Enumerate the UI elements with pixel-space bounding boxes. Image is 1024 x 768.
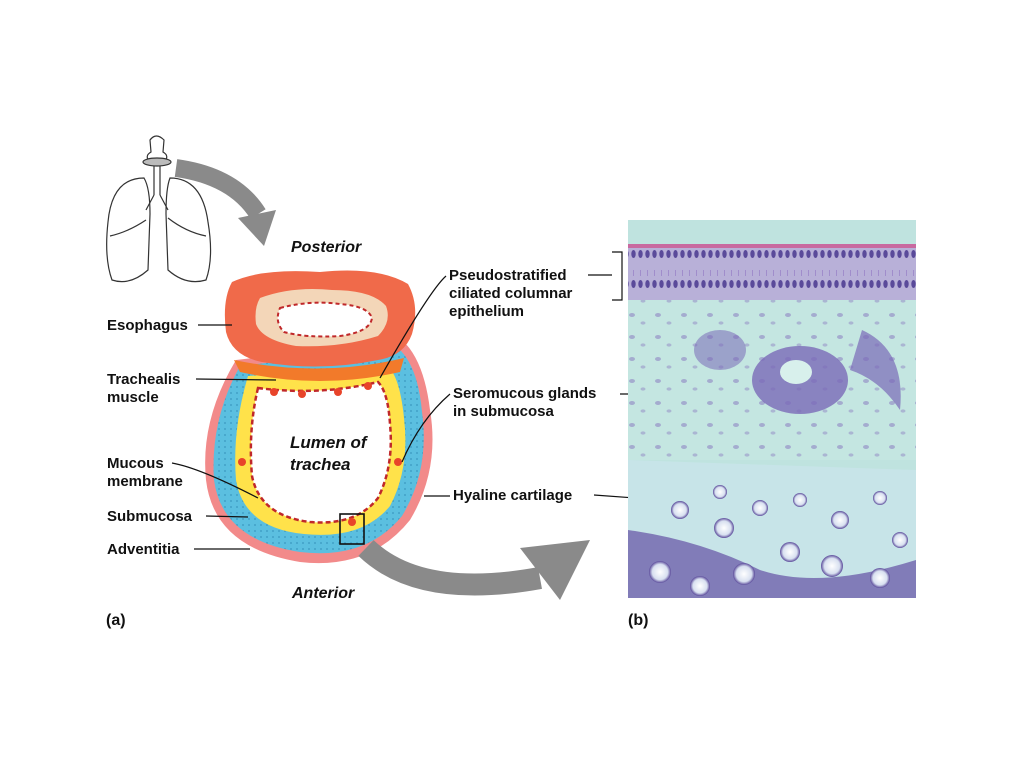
micrograph <box>628 220 916 598</box>
lumen <box>249 380 393 524</box>
label-mucous-1: Mucous <box>107 455 164 472</box>
label-trachealis-2: muscle <box>107 389 159 406</box>
curved-arrow-icon <box>174 159 276 246</box>
label-submucosa: Submucosa <box>107 508 193 525</box>
label-esophagus: Esophagus <box>107 317 188 334</box>
curved-arrow-icon <box>358 539 590 600</box>
lungs-outline-icon <box>106 135 212 283</box>
gland-tufts <box>238 382 402 526</box>
label-mucous-2: membrane <box>107 473 183 490</box>
label-pseudo-2: ciliated columnar <box>449 285 573 302</box>
panel-label-a: (a) <box>106 612 126 629</box>
label-adventitia: Adventitia <box>107 541 180 558</box>
label-hyaline: Hyaline cartilage <box>453 487 572 504</box>
label-pseudo-3: epithelium <box>449 303 524 320</box>
label-glands-2: in submucosa <box>453 403 555 420</box>
label-trachealis-1: Trachealis <box>107 371 180 388</box>
lumen-label-line1: Lumen of <box>290 433 369 452</box>
panel-label-b: (b) <box>628 612 648 629</box>
esophagus-lumen <box>276 301 374 338</box>
posterior-label: Posterior <box>291 239 362 256</box>
anterior-label: Anterior <box>291 585 355 602</box>
zoom-box <box>339 513 365 545</box>
label-glands-1: Seromucous glands <box>453 385 596 402</box>
trachealis-muscle <box>234 358 404 381</box>
label-pseudo-1: Pseudostratified <box>449 267 567 284</box>
lumen-label-line2: trachea <box>290 455 350 474</box>
